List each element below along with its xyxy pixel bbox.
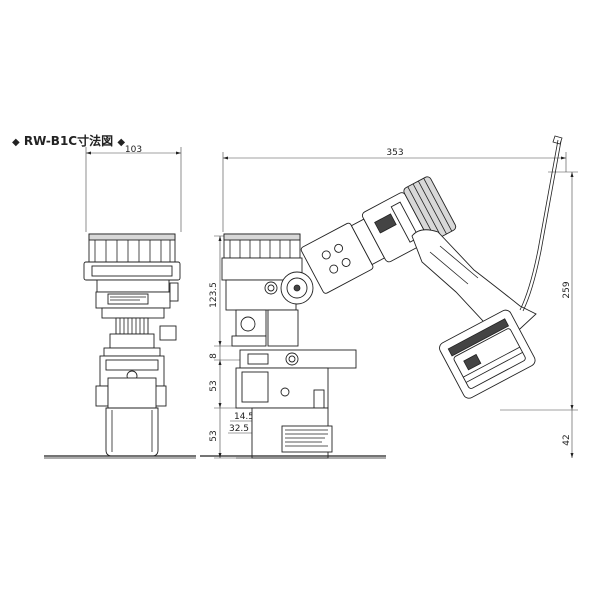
figure-title: ◆ RW-B1C寸法図 ◆ [12,132,125,149]
base-height-label: 53 [209,430,219,441]
front-width-label: 103 [125,145,142,155]
side-height-dimension: 259 [548,171,578,410]
strap-cord [519,139,559,311]
right-base-label: 42 [562,434,572,445]
drill-handle [411,229,537,341]
right-base-dimension: 42 [500,409,578,458]
drill-head [300,176,457,294]
offset-a-label: 14.5 [234,412,254,422]
title-marker-right: ◆ [117,137,126,148]
front-width-dimension: 103 [85,145,182,232]
side-width-label: 353 [386,148,403,158]
front-view: 103 [44,145,196,459]
side-width-dimension: 353 [222,148,567,232]
side-view: 353 259 42 [200,135,578,459]
left-height-label: 123.5 [209,282,219,308]
title-marker-left: ◆ [12,137,20,148]
figure-title-text: RW-B1C寸法図 [23,134,114,148]
front-cylinder [105,407,159,457]
gap-label: 8 [209,353,219,359]
battery-pack [439,309,536,399]
side-height-label: 259 [562,281,572,298]
offset-c-label: 32.5 [229,424,249,434]
lower-height-label: 53 [209,380,219,391]
